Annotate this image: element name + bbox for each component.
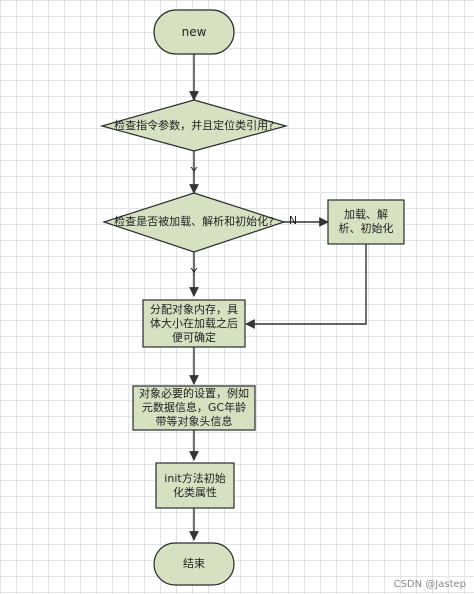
- check-symbol-decision: [99, 99, 289, 152]
- check-symbol-label: 检查指令参数，并且定位类引用?: [114, 119, 274, 132]
- edge-label-no: N: [288, 214, 298, 227]
- edge-label-yes-1: Y: [190, 165, 198, 178]
- check-loaded-label: 检查是否被加载、解析和初始化?: [114, 215, 274, 228]
- watermark: CSDN @Jastep: [393, 579, 466, 590]
- allocate-label: 分配对象内存，具 体大小在加载之后 便可确定: [150, 302, 238, 344]
- start-terminator: [153, 9, 235, 55]
- allocate-process: [142, 299, 246, 348]
- init-process: [155, 462, 235, 509]
- end-terminator: [153, 542, 235, 586]
- load-process: [327, 199, 405, 245]
- header-process: [132, 385, 256, 431]
- arrow-load-to-allocate: [245, 244, 367, 329]
- load-label: 加载、解 析、初始化: [338, 208, 394, 235]
- start-label: new: [181, 25, 207, 39]
- header-label: 对象必要的设置，例如 元数据信息，GC年龄 带等对象头信息: [139, 387, 249, 428]
- init-label: init方法初始 化类属性: [164, 471, 226, 499]
- end-label: 结束: [183, 557, 205, 570]
- edge-label-yes-2: Y: [190, 266, 198, 279]
- check-loaded-decision: [102, 192, 286, 253]
